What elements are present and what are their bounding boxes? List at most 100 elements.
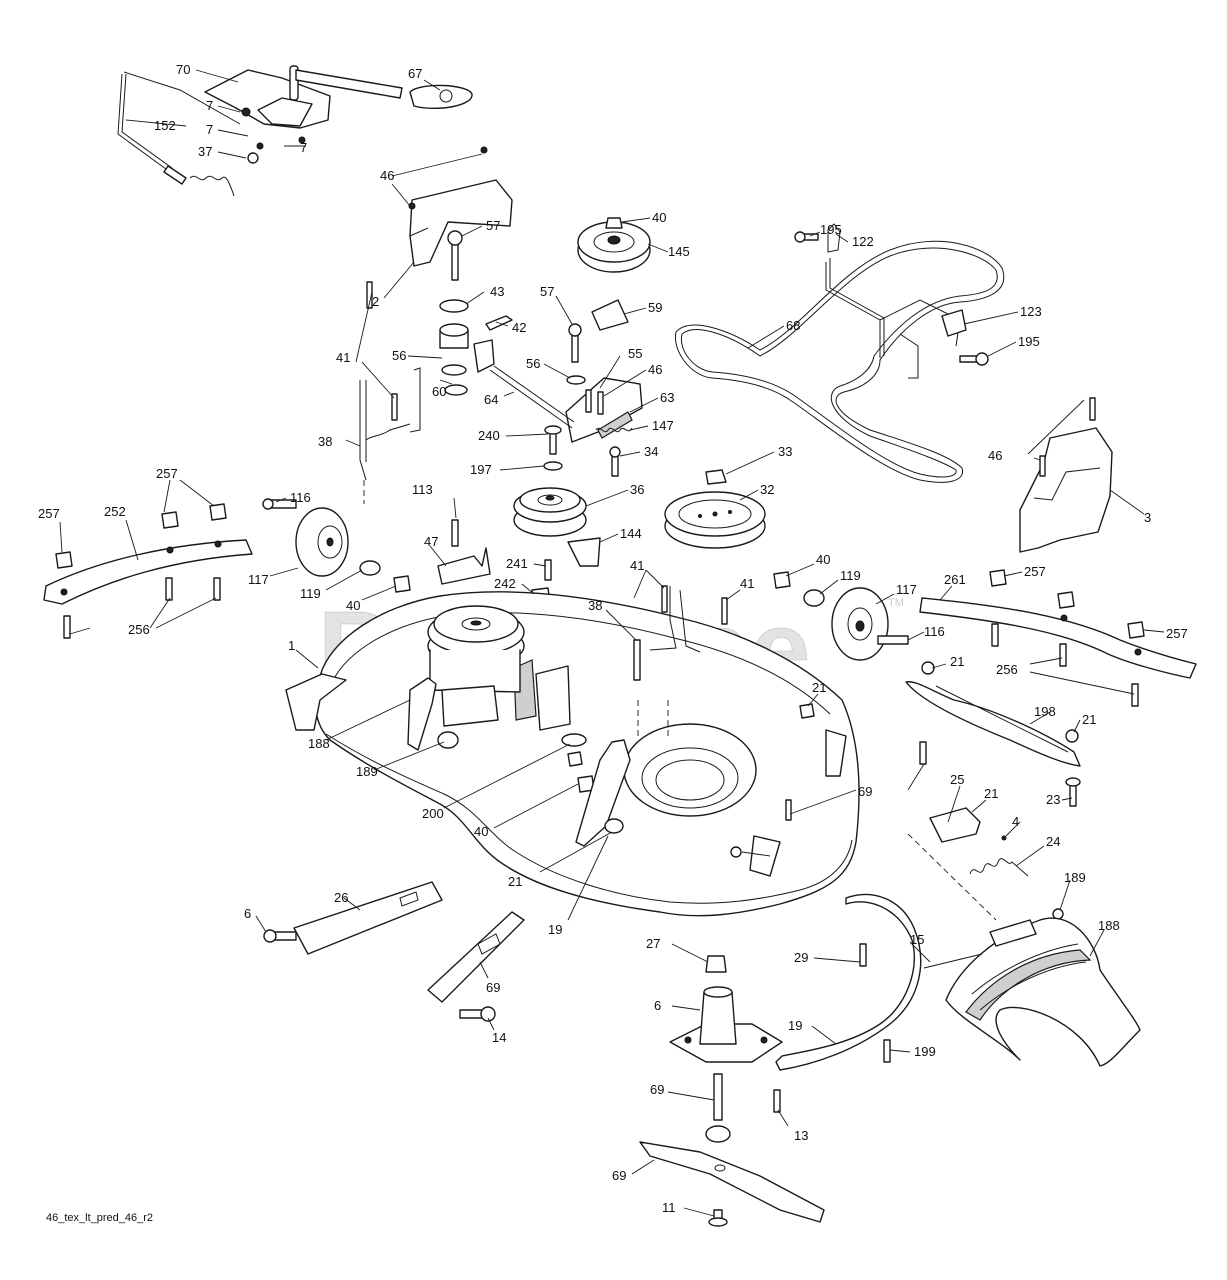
callout-46: 46 <box>380 168 394 183</box>
baffle-188-left <box>407 677 437 751</box>
callout-147: 147 <box>652 418 674 433</box>
callout-119: 119 <box>840 568 861 583</box>
spacer-bushing-assembly <box>439 230 469 396</box>
callout-69: 29 <box>794 950 808 965</box>
support-bar-6-right <box>427 911 525 1003</box>
bolt-46 <box>585 389 592 413</box>
bolt-69-b <box>859 943 867 967</box>
callout-34: 34 <box>644 444 658 459</box>
spindle-shaft-13 <box>713 1073 723 1121</box>
nut-257-c2 <box>989 569 1007 587</box>
washer-56 <box>566 375 586 385</box>
belt-keeper-assembly <box>825 223 967 379</box>
washer-200 <box>561 733 587 747</box>
nut-257-e <box>1127 621 1145 639</box>
callout-242: 242 <box>494 576 516 591</box>
bolt-69-a <box>919 741 927 765</box>
callout-55: 55 <box>628 346 642 361</box>
callout-240: 240 <box>478 428 500 443</box>
callout-labels: 70 67 7 7 7 152 37 46 2 40 145 57 43 42 … <box>38 62 1188 1215</box>
bolt-41-c <box>721 597 728 625</box>
nut-21-c <box>1065 729 1079 743</box>
callout-64: 64 <box>484 392 498 407</box>
callout-47: 47 <box>424 534 438 549</box>
callout-188: 188 <box>308 736 330 751</box>
callout-257: 257 <box>156 466 178 481</box>
callout-56: 56 <box>392 348 406 363</box>
callout-12: 11 <box>662 1200 676 1215</box>
deck-pulley-32 <box>664 491 766 549</box>
callout-24: 4 <box>1012 814 1019 829</box>
callout-261: 261 <box>944 572 966 587</box>
drive-belt <box>674 240 1005 483</box>
nut-257-d <box>1057 591 1075 609</box>
callout-7: 7 <box>300 140 307 155</box>
gauge-wheel-left <box>295 507 349 577</box>
callout-197: 197 <box>470 462 492 477</box>
bolt-189-left <box>437 731 459 749</box>
callout-38: 38 <box>588 598 602 613</box>
bracket-199 <box>775 893 922 1071</box>
callout-67: 67 <box>408 66 422 81</box>
washer-37 <box>247 152 259 164</box>
callout-152: 152 <box>154 118 176 133</box>
callout-252: 252 <box>104 504 126 519</box>
bolt-41-b <box>661 585 668 613</box>
nut-21-a <box>921 661 935 675</box>
lift-bracket-assembly <box>204 65 403 150</box>
callout-189: 21 <box>508 874 522 889</box>
bolt-41-a <box>366 281 373 309</box>
bolt-113 <box>451 519 459 547</box>
callout-21: 21 <box>812 680 826 695</box>
callout-69: 69 <box>858 784 872 799</box>
callout-46: 46 <box>988 448 1002 463</box>
callout-117: 117 <box>248 572 269 587</box>
watermark-trademark: TM <box>888 597 904 609</box>
callout-195: 195 <box>820 222 842 237</box>
bracket-252 <box>43 539 253 605</box>
callout-36: 36 <box>630 482 644 497</box>
callout-14: 6 <box>654 998 661 1013</box>
spindle-housing-14 <box>669 986 783 1063</box>
washer-119-left <box>359 560 381 576</box>
callout-40: 40 <box>816 552 830 567</box>
spring-25 <box>969 858 1029 877</box>
belt-guard-right <box>1019 427 1113 553</box>
gauge-wheel-right <box>831 587 889 661</box>
callout-63: 63 <box>660 390 674 405</box>
callout-42: 42 <box>512 320 526 335</box>
callout-40: 40 <box>652 210 666 225</box>
bracket-144 <box>567 537 601 567</box>
idler-pulley-145 <box>577 221 651 273</box>
callout-199: 19 <box>788 1018 802 1033</box>
bolt-116-right <box>877 635 909 645</box>
callout-33: 33 <box>778 444 792 459</box>
callout-59: 59 <box>648 300 662 315</box>
bolt-241 <box>544 559 552 581</box>
bolt-256-b <box>165 577 173 601</box>
callout-3: 3 <box>1144 510 1151 525</box>
spring-147 <box>595 427 633 433</box>
bolt-256-c <box>213 577 221 601</box>
idler-arm-55 <box>565 377 643 443</box>
nut-40-right <box>773 571 791 589</box>
callout-4: 23 <box>1046 792 1060 807</box>
callout-7: 7 <box>206 122 213 137</box>
callout-57: 57 <box>486 218 500 233</box>
deck-center-pulley <box>427 605 525 693</box>
bolt-256-f <box>1131 683 1139 707</box>
callout-257: 257 <box>1024 564 1046 579</box>
callout-21: 21 <box>950 654 964 669</box>
callout-7: 7 <box>206 98 213 113</box>
callout-23: 21 <box>984 786 998 801</box>
callout-32: 32 <box>760 482 774 497</box>
callout-2: 2 <box>372 294 379 309</box>
callout-56: 56 <box>526 356 540 371</box>
bolt-256-e <box>1059 643 1067 667</box>
bracket-assembly <box>473 339 495 373</box>
callout-122: 122 <box>852 234 874 249</box>
washer-197 <box>543 461 563 471</box>
rod-29 <box>923 953 983 969</box>
callout-117: 117 <box>896 582 917 597</box>
bracket-47 <box>437 547 491 585</box>
